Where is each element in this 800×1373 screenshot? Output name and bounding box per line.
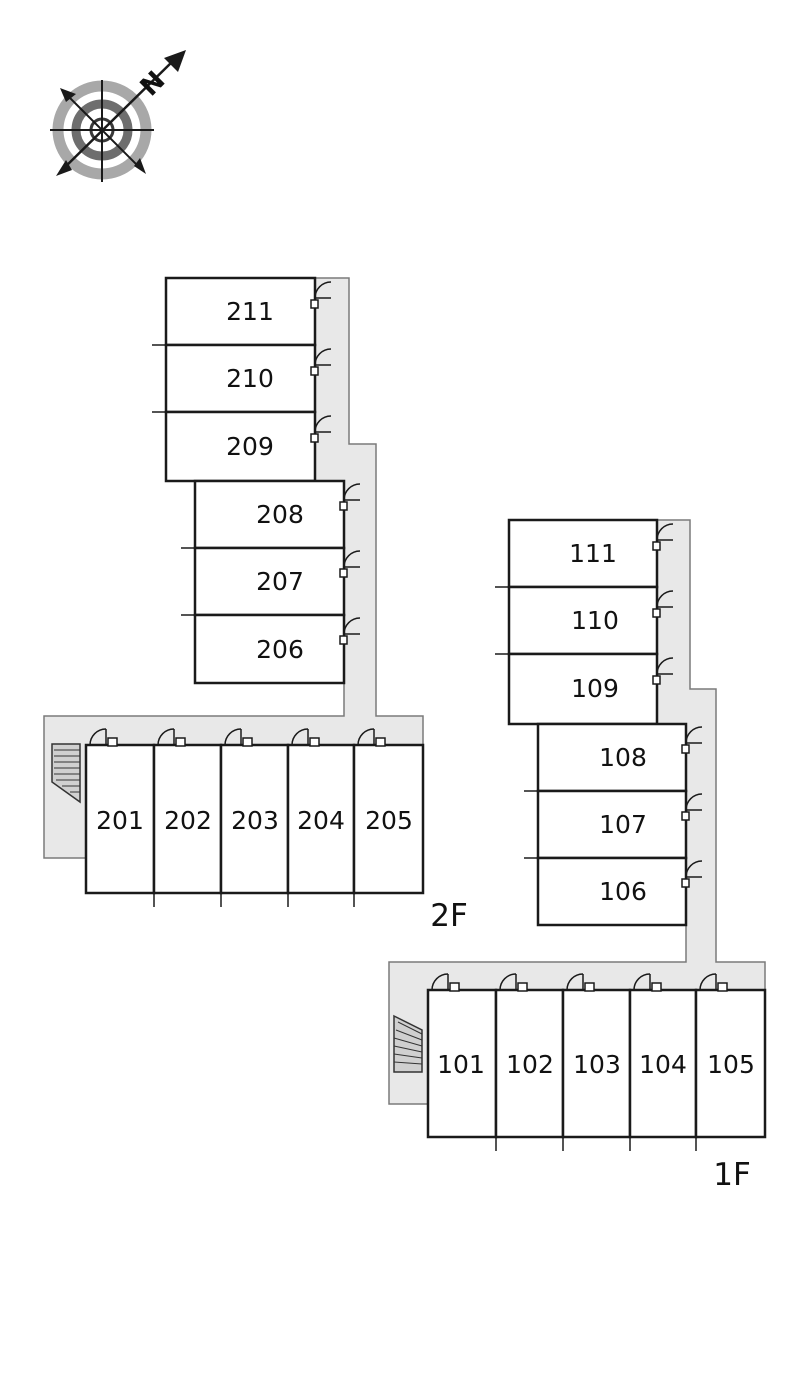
door-icons-horizontal: [89, 728, 728, 992]
unit-201-label: 201: [96, 806, 144, 835]
unit-107-label: 107: [599, 810, 647, 839]
unit-207-label: 207: [256, 567, 304, 596]
wing-1f-middle: [536, 722, 688, 927]
unit-103-label: 103: [573, 1050, 621, 1079]
stairs-2f: [51, 743, 81, 804]
wing-1f-upper: [507, 518, 659, 726]
unit-205-label: 205: [365, 806, 413, 835]
unit-111-label: 111: [569, 539, 617, 568]
compass-north-label: N: [135, 66, 172, 103]
unit-104-label: 104: [639, 1050, 687, 1079]
row-2f-lower: [84, 743, 425, 895]
row-1f-lower: [426, 988, 767, 1139]
unit-110-label: 110: [571, 606, 619, 635]
unit-106-label: 106: [599, 877, 647, 906]
unit-102-label: 102: [506, 1050, 554, 1079]
unit-210-label: 210: [226, 364, 274, 393]
unit-101-label: 101: [437, 1050, 485, 1079]
unit-204-label: 204: [297, 806, 345, 835]
door-icons-vertical: [310, 281, 703, 888]
stairs-1f: [393, 1014, 423, 1073]
wing-2f-middle: [193, 479, 346, 685]
unit-209-label: 209: [226, 432, 274, 461]
floor-1f-label: 1F: [713, 1157, 751, 1193]
unit-208-label: 208: [256, 500, 304, 529]
unit-108-label: 108: [599, 743, 647, 772]
unit-109-label: 109: [571, 674, 619, 703]
unit-203-label: 203: [231, 806, 279, 835]
unit-202-label: 202: [164, 806, 212, 835]
unit-105-label: 105: [707, 1050, 755, 1079]
unit-206-label: 206: [256, 635, 304, 664]
floor-2f-label: 2F: [430, 898, 468, 934]
compass-rose-icon: [50, 50, 186, 182]
unit-211-label: 211: [226, 297, 274, 326]
